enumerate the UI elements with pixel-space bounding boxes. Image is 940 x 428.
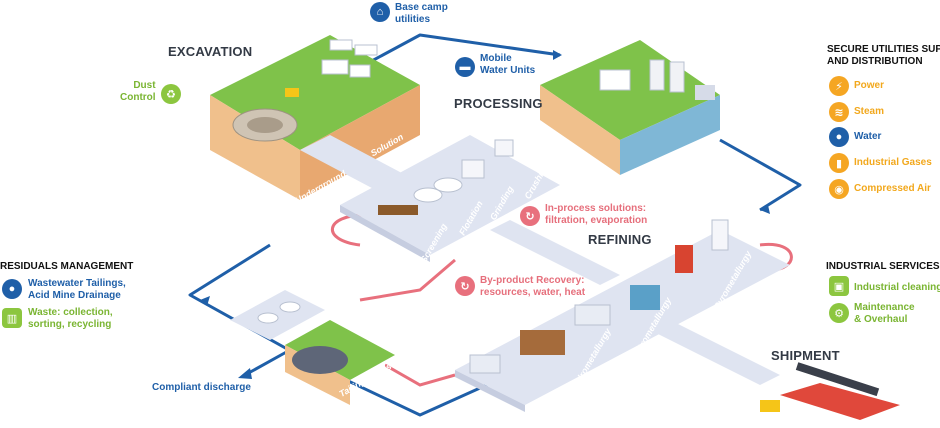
- shipment-conveyor: [650, 320, 780, 385]
- in-process-cycle-icon: ↻: [520, 206, 540, 226]
- residual-waste: Waste: collection, sorting, recycling: [28, 307, 113, 330]
- stage-refining: REFINING: [588, 232, 652, 247]
- dust-control-recycle-icon: ♻: [161, 84, 181, 104]
- water-drop-icon: ●: [829, 127, 849, 147]
- callout-mobile-water: Mobile Water Units: [480, 53, 536, 76]
- refining-conveyor: [490, 220, 620, 285]
- excavation-conveyor: [300, 135, 415, 195]
- base-camp: [321, 39, 378, 78]
- stage-excavation: EXCAVATION: [168, 44, 253, 59]
- utility-compressed-air: Compressed Air: [854, 183, 931, 194]
- tailing-ponds-block: [285, 320, 395, 405]
- byproduct-cycle-icon: ↻: [455, 276, 475, 296]
- cleaning-truck-icon: ▣: [829, 276, 849, 296]
- mobile-water-truck-icon: ▬: [455, 57, 475, 77]
- callout-base-camp: Base camp utilities: [395, 2, 448, 25]
- excavation-block: [210, 35, 420, 200]
- power-icon: ⚡: [829, 76, 849, 96]
- callout-in-process: In-process solutions: filtration, evapor…: [545, 203, 648, 226]
- stage-processing: PROCESSING: [454, 96, 543, 111]
- callout-compliant-discharge: Compliant discharge: [152, 382, 251, 393]
- refining-platform: [455, 219, 790, 412]
- processing-platform: [340, 135, 560, 262]
- base-camp-icon: ⌂: [370, 2, 390, 22]
- utility-steam: Steam: [854, 106, 885, 117]
- residuals-title: RESIDUALS MANAGEMENT: [0, 261, 134, 272]
- utility-water: Water: [854, 131, 882, 142]
- industrial-services-title: INDUSTRIAL SERVICES: [826, 261, 940, 272]
- utilities-block: [540, 40, 720, 175]
- shipment-vehicles: [760, 362, 900, 420]
- waste-bin-icon: ▥: [2, 308, 22, 328]
- steam-icon: ≋: [829, 102, 849, 122]
- utility-industrial-gases: Industrial Gases: [854, 157, 932, 168]
- compliant-discharge-arrowhead: [238, 368, 252, 379]
- compliant-discharge-arrow: [244, 348, 291, 377]
- callout-dust-control: Dust Control: [120, 80, 156, 103]
- compressed-air-icon: ◉: [829, 179, 849, 199]
- callout-byproduct: By-product Recovery: resources, water, h…: [480, 275, 586, 298]
- residual-wastewater: Wastewater Tailings, Acid Mine Drainage: [28, 278, 126, 301]
- residual-platform: [230, 290, 325, 340]
- utility-power: Power: [854, 80, 885, 91]
- service-maintenance: Maintenance & Overhaul: [854, 302, 915, 325]
- water-drop-icon: ●: [2, 279, 22, 299]
- stage-shipment: SHIPMENT: [771, 348, 840, 363]
- service-industrial-cleaning: Industrial cleaning: [854, 282, 940, 293]
- gas-icon: ▮: [829, 153, 849, 173]
- secure-utilities-title: SECURE UTILITIES SUPPLY AND DISTRIBUTION: [827, 44, 940, 67]
- maintenance-gear-icon: ⚙: [829, 303, 849, 323]
